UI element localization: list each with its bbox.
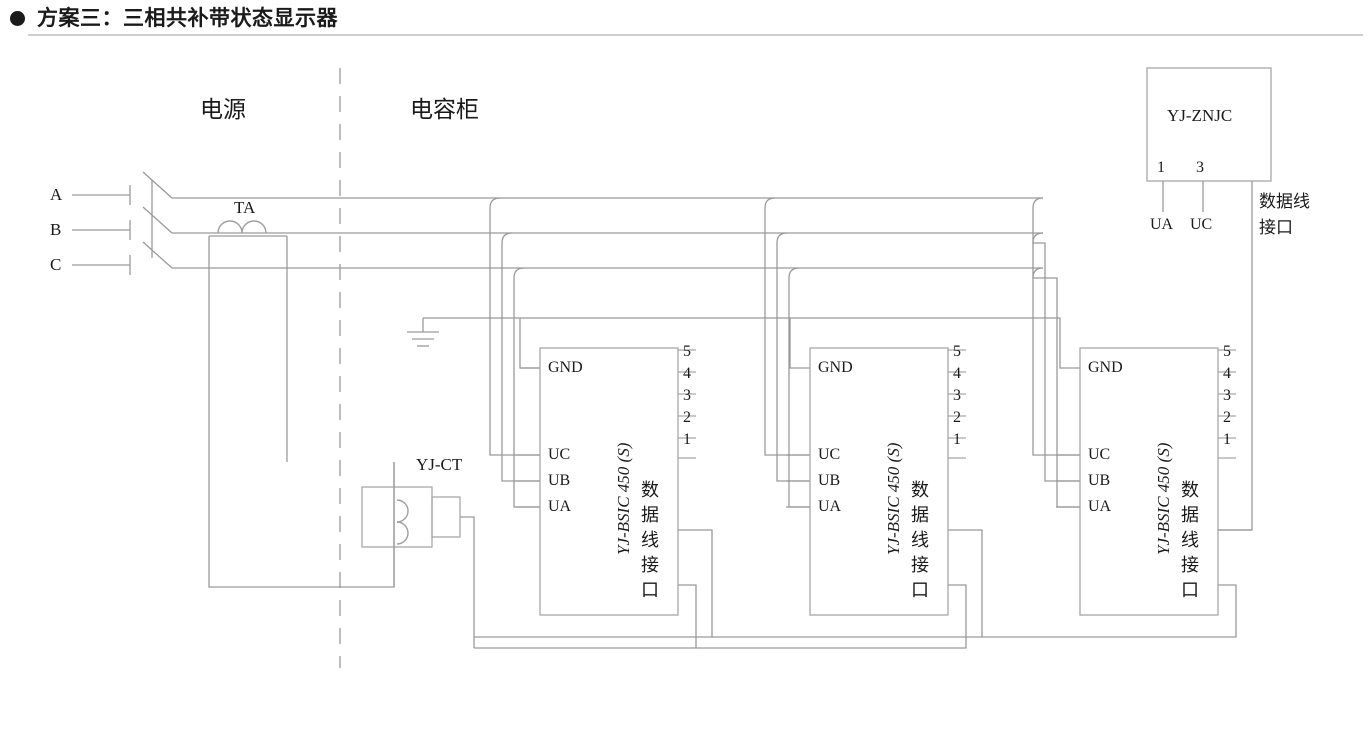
c1-terminal-gnd: GND bbox=[548, 359, 583, 376]
switch-blade-c bbox=[142, 241, 173, 269]
branch2-phase-c bbox=[788, 267, 810, 508]
c2-device-label: YJ-BSIC 450 (S) bbox=[884, 442, 903, 555]
data-chain-3-down bbox=[982, 584, 1237, 638]
c1-terminal-uc: UC bbox=[548, 446, 571, 463]
znjc-data-port-label-line2: 接口 bbox=[1259, 218, 1293, 237]
c2-data-port-label: 数据线接口 bbox=[911, 480, 929, 600]
data-chain-2-out bbox=[712, 529, 983, 638]
switch-blade-a bbox=[142, 171, 173, 199]
c2-terminal-gnd: GND bbox=[818, 359, 853, 376]
znjc-name-label: YJ-ZNJC bbox=[1167, 106, 1233, 125]
c3-pin-2: 2 bbox=[1223, 409, 1231, 426]
c3-terminal-uc: UC bbox=[1088, 446, 1111, 463]
phase-label-c: C bbox=[50, 255, 62, 274]
ta-coil-arc-right bbox=[241, 220, 267, 234]
c1-data-port-label: 数据线接口 bbox=[641, 480, 659, 600]
c1-terminal-ub: UB bbox=[548, 472, 571, 489]
branch3-phase-c bbox=[1032, 267, 1080, 508]
yjct-secondary-lead bbox=[460, 516, 475, 648]
phase-label-b: B bbox=[50, 220, 62, 239]
yjct-coil-arc-bottom bbox=[396, 521, 409, 545]
c2-terminal-ua: UA bbox=[818, 498, 842, 515]
branch1-phase-b bbox=[501, 232, 540, 482]
c2-terminal-uc: UC bbox=[818, 446, 841, 463]
branch1-phase-a bbox=[489, 197, 540, 456]
yjct-coil-arc-top bbox=[396, 499, 409, 523]
c3-pin-4: 4 bbox=[1223, 365, 1231, 382]
gnd-branch-box2 bbox=[789, 318, 810, 369]
switch-blade-b bbox=[142, 206, 173, 234]
c1-device-label: YJ-BSIC 450 (S) bbox=[614, 442, 633, 555]
cabinet-section-label: 电容柜 bbox=[410, 96, 479, 122]
c3-pin-3: 3 bbox=[1223, 387, 1231, 404]
yjct-label: YJ-CT bbox=[416, 455, 463, 474]
branch1-phase-c bbox=[513, 267, 540, 508]
c1-pin-3: 3 bbox=[683, 387, 691, 404]
yjct-secondary-body bbox=[431, 496, 461, 538]
data-chain-2-down bbox=[696, 584, 967, 649]
c2-pin-2: 2 bbox=[953, 409, 961, 426]
c3-terminal-gnd: GND bbox=[1088, 359, 1123, 376]
bullet-dot-icon bbox=[10, 11, 25, 26]
znjc-pin-1: 1 bbox=[1157, 159, 1165, 176]
ta-label: TA bbox=[234, 198, 256, 217]
branch2-phase-a bbox=[764, 197, 810, 456]
data-chain-1-out bbox=[474, 529, 713, 638]
ground-bus bbox=[423, 317, 540, 369]
c1-pin-4: 4 bbox=[683, 365, 691, 382]
c1-pin-5: 5 bbox=[683, 343, 691, 360]
yjct-body bbox=[361, 486, 433, 548]
branch3-phase-b bbox=[1032, 232, 1080, 482]
c1-terminal-ua: UA bbox=[548, 498, 572, 515]
c1-pin-2: 2 bbox=[683, 409, 691, 426]
znjc-signal-ua: UA bbox=[1150, 216, 1174, 233]
c1-pin-1: 1 bbox=[683, 431, 691, 448]
c3-terminal-ua: UA bbox=[1088, 498, 1112, 515]
c2-terminal-ub: UB bbox=[818, 472, 841, 489]
branch3-phase-a bbox=[1032, 197, 1080, 456]
c3-data-port-label: 数据线接口 bbox=[1181, 480, 1199, 600]
phase-label-a: A bbox=[50, 185, 63, 204]
page-title: 方案三：三相共补带状态显示器 bbox=[37, 7, 338, 30]
ta-coil-arc-left bbox=[217, 220, 243, 234]
znjc-signal-uc: UC bbox=[1190, 216, 1213, 233]
gnd-bus-run bbox=[520, 317, 1080, 369]
c2-pin-4: 4 bbox=[953, 365, 961, 382]
c2-pin-1: 1 bbox=[953, 431, 961, 448]
power-section-label: 电源 bbox=[200, 96, 246, 122]
title-divider bbox=[28, 34, 1363, 36]
znjc-data-port-label-line1: 数据线 bbox=[1259, 192, 1310, 211]
page-header: 方案三：三相共补带状态显示器 bbox=[0, 0, 1368, 40]
znjc-pin-3: 3 bbox=[1196, 159, 1204, 176]
branch2-phase-b bbox=[776, 232, 810, 482]
c2-pin-5: 5 bbox=[953, 343, 961, 360]
ta-secondary-loop bbox=[208, 236, 395, 588]
c3-terminal-ub: UB bbox=[1088, 472, 1111, 489]
c2-pin-3: 3 bbox=[953, 387, 961, 404]
data-chain-1-down bbox=[474, 584, 697, 649]
c3-device-label: YJ-BSIC 450 (S) bbox=[1154, 442, 1173, 555]
znjc-body bbox=[1146, 67, 1272, 182]
c3-pin-1: 1 bbox=[1223, 431, 1231, 448]
c3-pin-5: 5 bbox=[1223, 343, 1231, 360]
